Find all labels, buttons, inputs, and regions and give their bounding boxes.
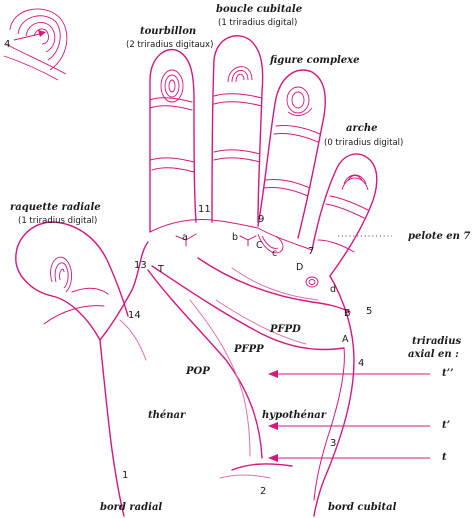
letter-A: A bbox=[342, 334, 349, 345]
label-pop: POP bbox=[185, 366, 210, 377]
hand-outline bbox=[15, 35, 378, 517]
number-13: 13 bbox=[134, 260, 147, 271]
letter-d: d bbox=[330, 284, 336, 295]
fingertip-whorl-index bbox=[160, 69, 184, 103]
label-tourbillon: tourbillon bbox=[140, 26, 196, 37]
number-11: 11 bbox=[198, 204, 211, 215]
number-7: 7 bbox=[308, 246, 314, 257]
label-raquette-sub: (1 triradius digital) bbox=[18, 216, 97, 226]
inset-fingerprint-sketch bbox=[3, 8, 68, 81]
label-t: t bbox=[442, 452, 447, 463]
number-5: 5 bbox=[366, 306, 372, 317]
number-4: 4 bbox=[358, 358, 364, 369]
label-bord-cubital: bord cubital bbox=[328, 502, 397, 513]
number-9: 9 bbox=[258, 214, 264, 225]
letter-B: B bbox=[344, 308, 351, 319]
thumb-radial-loop bbox=[50, 256, 73, 293]
inset-number-4: 4 bbox=[4, 39, 10, 50]
axial-arrows bbox=[268, 370, 430, 462]
letter-b: b bbox=[232, 232, 238, 243]
label-triradius: triradius bbox=[412, 336, 461, 347]
palmar-lines bbox=[119, 257, 351, 501]
letter-D: D bbox=[296, 262, 303, 273]
label-axial: axial en : bbox=[408, 349, 459, 360]
label-arche: arche bbox=[346, 123, 377, 134]
number-3: 3 bbox=[330, 438, 336, 449]
fingertip-arch-little bbox=[341, 174, 369, 191]
letter-C: C bbox=[256, 240, 263, 251]
interdigital-triradii bbox=[175, 233, 319, 288]
fingertip-loop-middle bbox=[227, 66, 253, 83]
letter-T: T bbox=[157, 264, 164, 275]
label-figure: figure complexe bbox=[269, 55, 359, 66]
number-1: 1 bbox=[122, 470, 128, 481]
label-pfpd: PFPD bbox=[269, 324, 301, 335]
label-pelote: pelote en 7 bbox=[408, 231, 470, 242]
label-boucle-sub: (1 triradius digital) bbox=[218, 18, 297, 28]
letter-a: a bbox=[182, 232, 188, 243]
label-pfpp: PFPP bbox=[233, 344, 264, 355]
fingertip-complex-ring bbox=[286, 86, 313, 116]
label-bord-radial: bord radial bbox=[100, 502, 162, 513]
number-2: 2 bbox=[260, 486, 266, 497]
label-hypothenar: hypothénar bbox=[262, 410, 327, 421]
letter-c: c bbox=[272, 248, 277, 259]
label-tourbillon-sub: (2 triradius digitaux) bbox=[126, 40, 213, 50]
number-14: 14 bbox=[128, 310, 141, 321]
label-raquette: raquette radiale bbox=[10, 202, 101, 213]
label-arche-sub: (0 triradius digital) bbox=[324, 138, 403, 148]
label-thenar: thénar bbox=[148, 410, 186, 421]
label-boucle: boucle cubitale bbox=[216, 4, 302, 15]
inset-arrow bbox=[13, 30, 46, 41]
label-t-prime: t’ bbox=[442, 420, 450, 431]
label-t-double-prime: t’’ bbox=[442, 368, 454, 379]
